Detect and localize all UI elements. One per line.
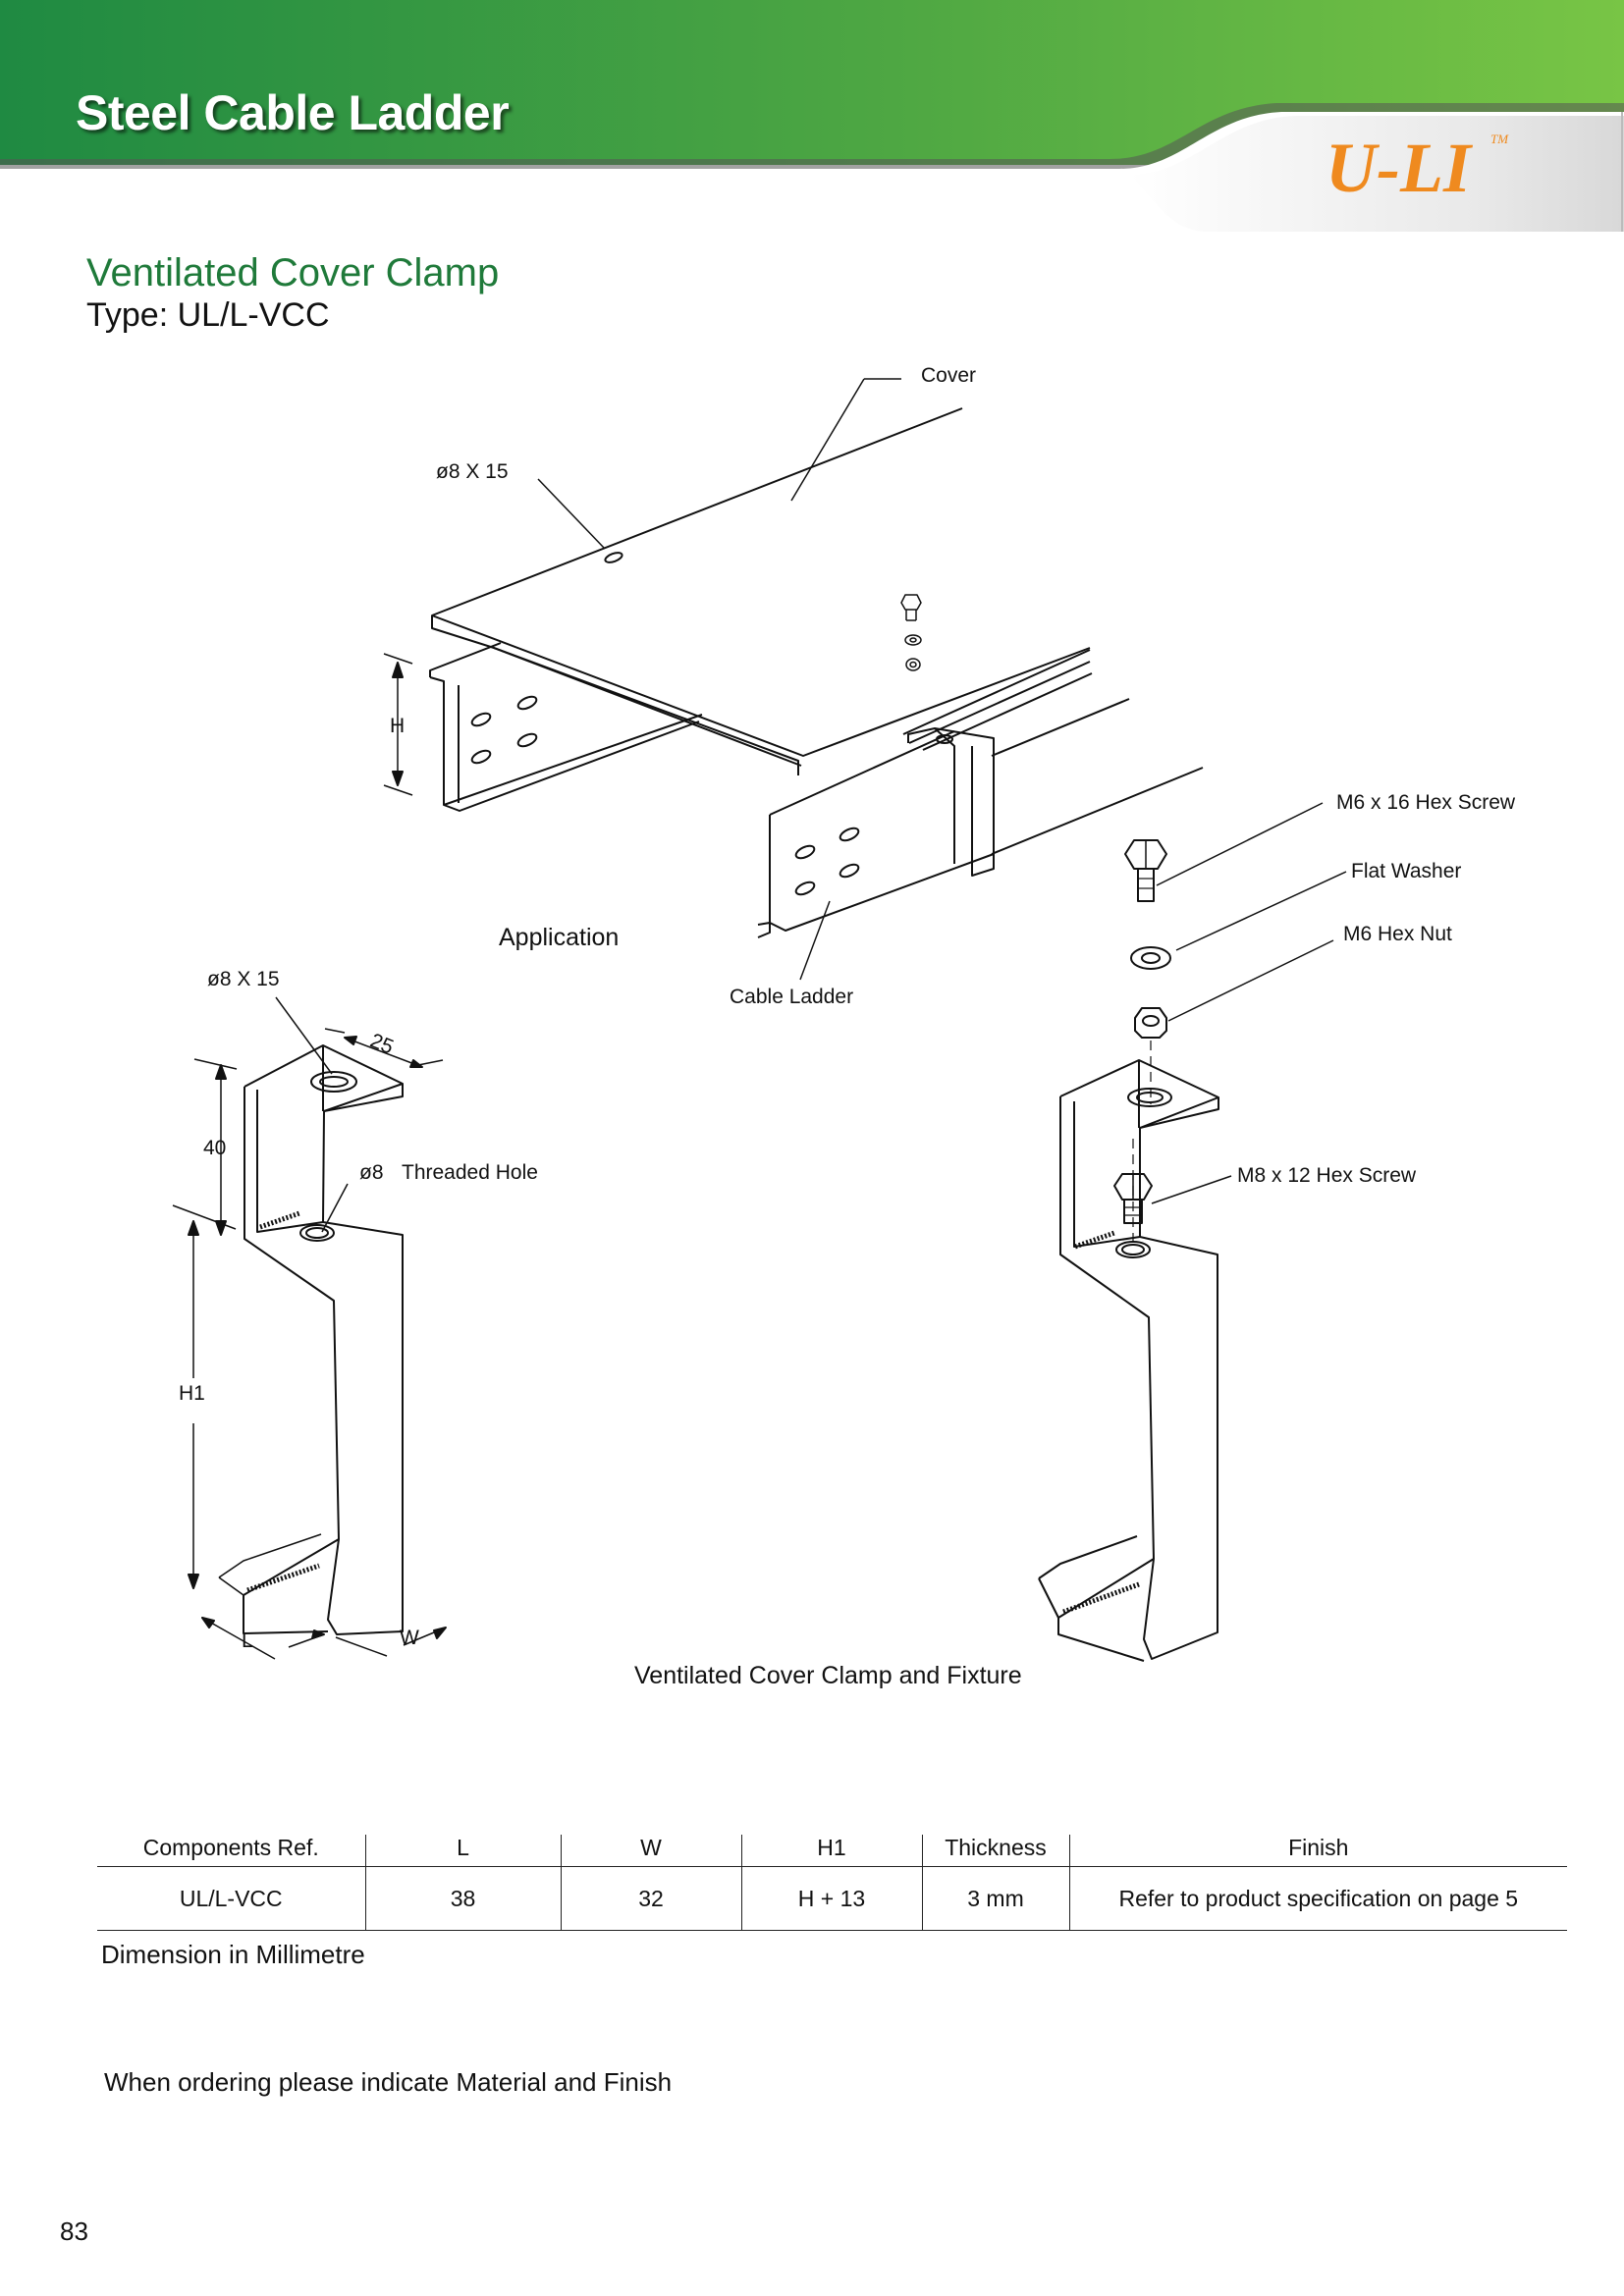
header-components-ref: Components Ref. [97, 1835, 366, 1867]
ordering-note: When ordering please indicate Material a… [104, 2067, 673, 2097]
header-banner: Steel Cable Ladder U-LI TM [0, 0, 1624, 236]
trademark-mark: TM [1490, 132, 1509, 146]
label-height: H [390, 715, 406, 737]
cell-finish: Refer to product specification on page 5 [1069, 1866, 1567, 1931]
header-finish: Finish [1069, 1835, 1567, 1867]
cell-thickness: 3 mm [922, 1866, 1070, 1931]
label-m6-nut: M6 Hex Nut [1343, 923, 1452, 945]
label-dim-l: L [242, 1629, 253, 1652]
product-type: Type: UL/L-VCC [86, 296, 330, 334]
header-l: L [365, 1835, 562, 1867]
table-row: UL/L-VCC 38 32 H + 13 3 mm Refer to prod… [97, 1866, 1567, 1931]
units-note: Dimension in Millimetre [101, 1940, 365, 1969]
spec-table-header: Components Ref. L W H1 Thickness Finish [97, 1835, 1567, 1867]
figure-caption: Ventilated Cover Clamp and Fixture [634, 1662, 1022, 1689]
label-dim-40: 40 [203, 1137, 227, 1159]
ladder-rail-left [383, 642, 703, 812]
label-flat-washer: Flat Washer [1351, 860, 1462, 882]
label-dim-h1: H1 [179, 1382, 205, 1405]
page-number: 83 [60, 2216, 88, 2246]
label-threaded-hole: Threaded Hole [402, 1161, 538, 1184]
label-slot-clamp: ø8 X 15 [207, 968, 280, 990]
page-header-title: Steel Cable Ladder [76, 85, 510, 140]
spec-table: Components Ref. L W H1 Thickness Finish … [97, 1835, 1567, 1931]
cell-w: 32 [561, 1866, 742, 1931]
label-application: Application [499, 924, 620, 951]
label-m6-screw: M6 x 16 Hex Screw [1336, 791, 1516, 814]
cell-h1: H + 13 [741, 1866, 923, 1931]
technical-drawing [172, 378, 1347, 1662]
cover-illustration [431, 378, 1091, 775]
label-cable-ladder: Cable Ladder [730, 986, 854, 1008]
small-fixings [900, 594, 922, 671]
label-slot-top: ø8 X 15 [436, 460, 509, 483]
header-thickness: Thickness [922, 1835, 1070, 1867]
label-cover: Cover [921, 364, 977, 387]
cell-components-ref: UL/L-VCC [97, 1866, 366, 1931]
header-background [0, 0, 1624, 236]
label-dim-w: W [400, 1627, 419, 1649]
header-w: W [561, 1835, 742, 1867]
brand-logo: U-LI [1326, 129, 1471, 207]
header-h1: H1 [741, 1835, 923, 1867]
product-title: Ventilated Cover Clamp [86, 251, 500, 294]
cell-l: 38 [365, 1866, 562, 1931]
ladder-rail-right [757, 649, 1204, 981]
label-threaded-hole-dia: ø8 [359, 1161, 384, 1184]
clamp-detail-left [172, 996, 447, 1660]
clamp-detail-right [1038, 802, 1347, 1662]
label-m8-screw: M8 x 12 Hex Screw [1237, 1164, 1417, 1187]
